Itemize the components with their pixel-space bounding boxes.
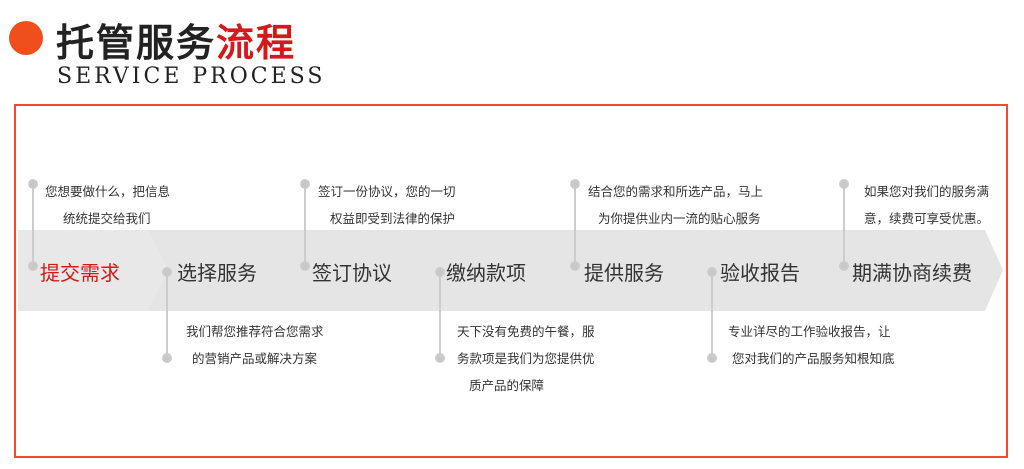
note-line: 您想要做什么，把信息	[45, 184, 171, 199]
step-arrow-2	[148, 230, 308, 311]
step-renewal: 期满协商续费	[852, 261, 972, 285]
note-line: 意，续费可享受优惠。	[864, 211, 990, 226]
step-sign-agreement: 签订协议	[312, 261, 392, 285]
note-line: 天下没有免费的午餐，服	[457, 324, 595, 339]
title-bullet-icon	[9, 21, 43, 55]
step-acceptance-report: 验收报告	[720, 261, 800, 285]
step-arrow-3	[283, 230, 442, 311]
title-highlight: 流程	[216, 21, 297, 65]
step-arrow-7	[819, 230, 1003, 311]
step-payment: 缴纳款项	[446, 261, 526, 285]
note-line: 为你提供业内一流的贴心服务	[598, 211, 761, 226]
step-provide-service: 提供服务	[584, 261, 664, 285]
note-line: 的营销产品或解决方案	[192, 351, 318, 366]
page-title: 托管服务流程	[56, 12, 296, 67]
note-line: 签订一份协议，您的一切	[318, 184, 456, 199]
step-choose-service: 选择服务	[177, 261, 257, 285]
note-payment: 天下没有免费的午餐，服 务款项是我们为您提供优 质产品的保障	[457, 318, 595, 399]
note-renewal: 如果您对我们的服务满 意，续费可享受优惠。	[864, 178, 989, 232]
note-sign-agreement: 签订一份协议，您的一切 权益即受到法律的保护	[318, 178, 456, 232]
note-line: 结合您的需求和所选产品，马上	[588, 184, 764, 199]
step-submit-requirements: 提交需求	[40, 261, 120, 285]
note-line: 质产品的保障	[469, 378, 545, 393]
process-frame	[14, 104, 1008, 458]
page-subtitle: SERVICE PROCESS	[57, 64, 326, 89]
note-line: 如果您对我们的服务满	[864, 184, 990, 199]
step-arrow-5	[551, 230, 710, 311]
note-line: 统统提交给我们	[63, 211, 151, 226]
note-acceptance-report: 专业详尽的工作验收报告，让 您对我们的产品服务知根知底	[728, 318, 895, 372]
note-line: 权益即受到法律的保护	[330, 211, 456, 226]
note-line: 专业详尽的工作验收报告，让	[728, 324, 891, 339]
title-main: 托管服务	[56, 21, 217, 65]
note-line: 您对我们的产品服务知根知底	[732, 351, 895, 366]
note-choose-service: 我们帮您推荐符合您需求 的营销产品或解决方案	[186, 318, 324, 372]
note-line: 我们帮您推荐符合您需求	[186, 324, 324, 339]
step-arrow-6	[685, 230, 844, 311]
note-provide-service: 结合您的需求和所选产品，马上 为你提供业内一流的贴心服务	[588, 178, 763, 232]
note-line: 务款项是我们为您提供优	[457, 351, 595, 366]
step-arrow-1	[18, 230, 175, 311]
note-submit-requirements: 您想要做什么，把信息 统统提交给我们	[45, 178, 170, 232]
step-arrow-4	[417, 230, 576, 311]
